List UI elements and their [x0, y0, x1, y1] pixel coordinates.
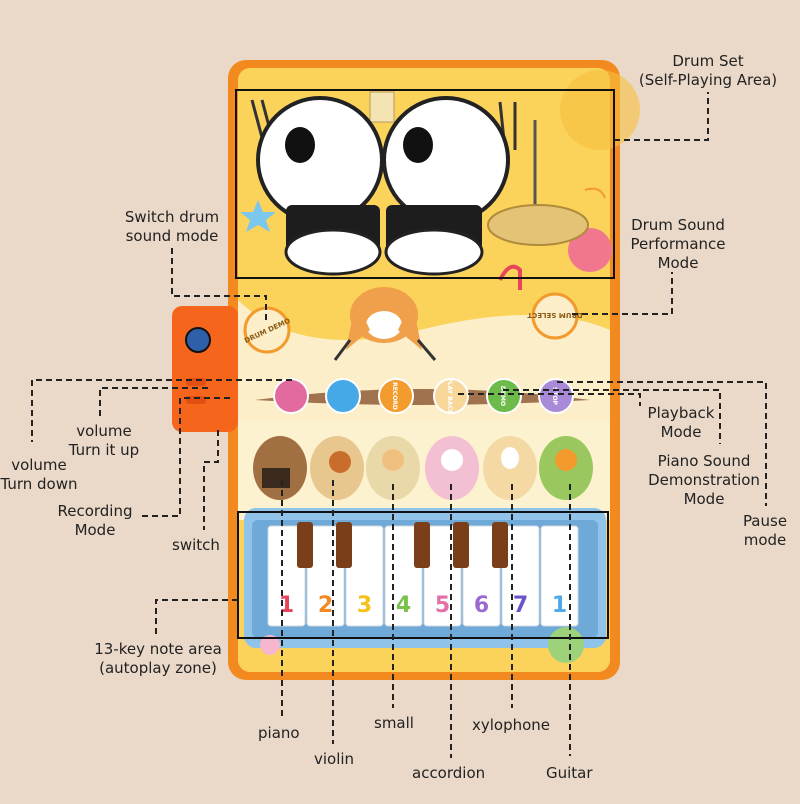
black-key	[336, 522, 352, 568]
black-key	[492, 522, 508, 568]
black-key	[297, 522, 313, 568]
label-violin: violin	[314, 750, 355, 768]
piano-key: 2	[306, 525, 345, 627]
key-number: 2	[318, 593, 333, 618]
piano-key: 3	[345, 525, 384, 627]
label-drum-perf: Drum Sound Performance Mode	[612, 216, 744, 273]
label-guitar: Guitar	[546, 764, 593, 782]
black-key	[414, 522, 430, 568]
label-pause: Pause mode	[734, 512, 796, 550]
mode-button-2	[325, 378, 361, 414]
pause-line2: mode	[743, 531, 787, 549]
label-volume-up: volume Turn it up	[56, 422, 152, 460]
label-xylophone: xylophone	[472, 716, 551, 734]
key-number: 5	[435, 593, 450, 618]
piano-key: 1	[267, 525, 306, 627]
label-small: small	[374, 714, 414, 732]
instrument-row	[253, 436, 593, 500]
svg-text:DRUM SELECT: DRUM SELECT	[527, 311, 582, 319]
key-number: 4	[396, 593, 411, 618]
label-playback: Playback Mode	[636, 404, 726, 442]
playback-line2: Mode	[660, 423, 702, 441]
playback-line1: Playback	[647, 404, 715, 422]
mode-button-5: DEMO	[486, 378, 522, 414]
drum-set-line1: Drum Set	[672, 52, 744, 70]
label-piano: piano	[258, 724, 300, 742]
piano-demo-line2: Demonstration	[648, 471, 760, 489]
mode-button-3: RECORD	[378, 378, 414, 414]
piano-key: 1	[540, 525, 579, 627]
pause-line1: Pause	[742, 512, 788, 530]
key-number: 6	[474, 593, 489, 618]
label-recording: Recording Mode	[50, 502, 140, 540]
piano-key: 6	[462, 525, 501, 627]
mode-button-4: PLAY BACK	[433, 378, 469, 415]
note-area-line1: 13-key note area	[94, 640, 222, 658]
volume-down-line1: volume	[11, 456, 67, 474]
label-volume-down: volume Turn down	[0, 456, 84, 494]
label-switch-drum: Switch drum sound mode	[110, 208, 234, 246]
mode-button-label: RECORD	[391, 382, 398, 410]
mode-button-label: PLAY BACK	[446, 378, 453, 415]
piano-key: 4	[384, 525, 423, 627]
label-drum-set: Drum Set (Self-Playing Area)	[626, 52, 790, 90]
recording-line2: Mode	[74, 521, 116, 539]
mode-button-bar: RECORD PLAY BACK DEMO STOP	[255, 378, 590, 415]
mode-button-1	[273, 378, 309, 414]
note-area-frame	[237, 511, 609, 639]
note-area-line2: (autoplay zone)	[99, 659, 217, 677]
switch-drum-line1: Switch drum	[124, 208, 220, 226]
drum-select-button: DRUM SELECT	[527, 292, 583, 340]
key-number: 3	[357, 593, 372, 618]
label-piano-demo: Piano Sound Demonstration Mode	[642, 452, 766, 509]
drum-demo-button: DRUM DEMO	[243, 306, 292, 354]
mode-button-6: STOP	[538, 378, 574, 414]
label-note-area: 13-key note area (autoplay zone)	[84, 640, 232, 678]
piano-key: 5	[423, 525, 462, 627]
piano-demo-line1: Piano Sound	[657, 452, 751, 470]
volume-down-line2: Turn down	[0, 475, 78, 493]
recording-line1: Recording	[57, 502, 133, 520]
label-switch: switch	[172, 536, 220, 554]
drum-set-frame	[235, 89, 615, 279]
mode-button-label: DEMO	[499, 386, 506, 406]
drum-set	[240, 91, 589, 290]
piano-key: 7	[501, 525, 540, 627]
volume-up-line1: volume	[76, 422, 132, 440]
key-number: 7	[513, 593, 528, 618]
drum-perf-line3: Mode	[657, 254, 699, 272]
drum-set-line2: (Self-Playing Area)	[638, 71, 778, 89]
mode-button-label: STOP	[551, 387, 558, 406]
control-box	[172, 306, 238, 432]
piano-demo-line3: Mode	[683, 490, 725, 508]
black-key	[453, 522, 469, 568]
key-number: 1	[552, 593, 567, 618]
switch-drum-line2: sound mode	[125, 227, 219, 245]
drum-perf-line1: Drum Sound	[631, 216, 725, 234]
label-accordion: accordion	[412, 764, 486, 782]
volume-up-line2: Turn it up	[68, 441, 140, 459]
corgi-drummer	[333, 287, 437, 361]
drum-perf-line2: Performance	[630, 235, 726, 253]
leader-lines	[31, 92, 767, 758]
